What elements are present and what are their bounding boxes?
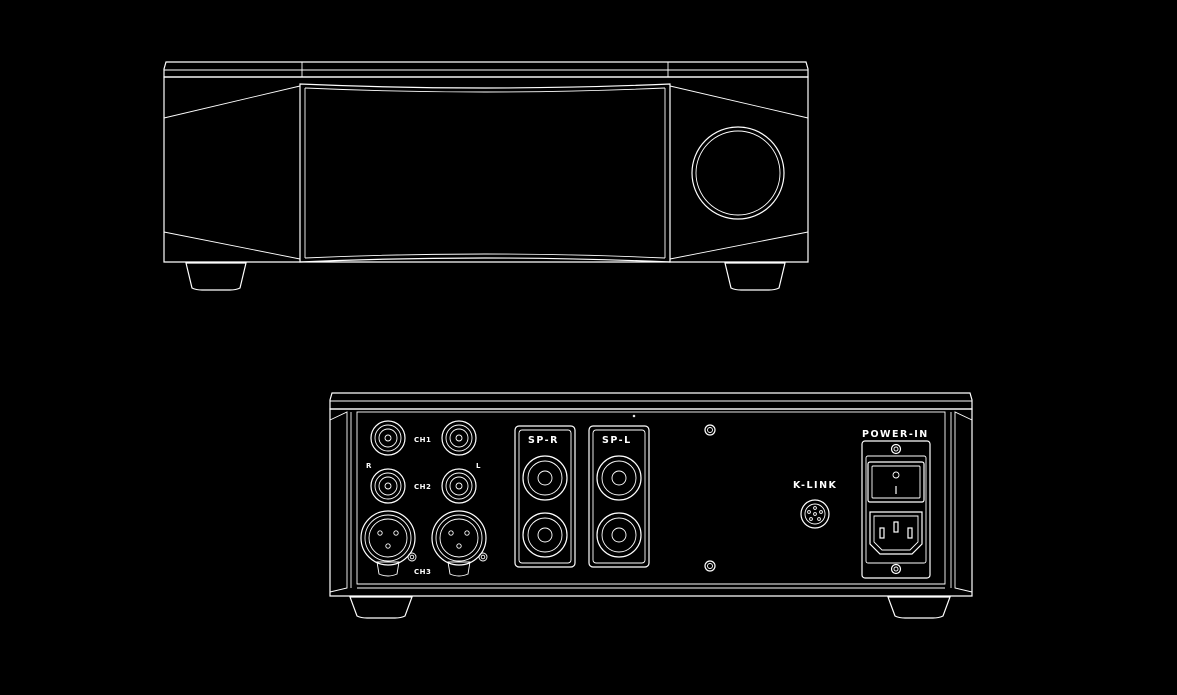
label-ch1: CH1 [414, 436, 431, 444]
rear-right-foot [887, 596, 951, 619]
rca-jack-ch1-left [441, 420, 477, 456]
front-top-plate [163, 61, 809, 78]
label-right: R [366, 462, 372, 470]
speaker-terminals-left [588, 425, 650, 568]
rear-body [329, 408, 973, 597]
speaker-terminals-right [514, 425, 576, 568]
front-body [163, 76, 809, 263]
front-left-foot [185, 262, 247, 291]
front-view [163, 61, 809, 291]
label-k-link: K-LINK [793, 480, 837, 491]
rear-view: CH1 CH2 R L CH3 [329, 392, 973, 619]
power-inlet-module [861, 440, 931, 579]
label-ch3: CH3 [414, 568, 431, 576]
k-link-connector [800, 499, 830, 529]
rca-jack-ch2-right [370, 468, 406, 504]
label-ch2: CH2 [414, 483, 431, 491]
rca-jack-ch1-right [370, 420, 406, 456]
iec-power-socket [869, 511, 923, 555]
rear-panel [356, 411, 946, 585]
rca-jack-ch2-left [441, 468, 477, 504]
panel-screw-bottom [704, 560, 716, 572]
power-switch [867, 461, 925, 503]
xlr-jack-ch3-left [431, 510, 488, 577]
volume-knob [691, 126, 785, 220]
front-right-foot [724, 262, 786, 291]
rear-left-foot [349, 596, 413, 619]
label-sp-l: SP-L [602, 435, 632, 446]
panel-screw-top [704, 424, 716, 436]
label-left: L [476, 462, 481, 470]
label-sp-r: SP-R [528, 435, 559, 446]
front-display-panel [299, 83, 671, 263]
label-power-in: POWER-IN [862, 429, 929, 440]
xlr-jack-ch3-right [360, 510, 417, 577]
